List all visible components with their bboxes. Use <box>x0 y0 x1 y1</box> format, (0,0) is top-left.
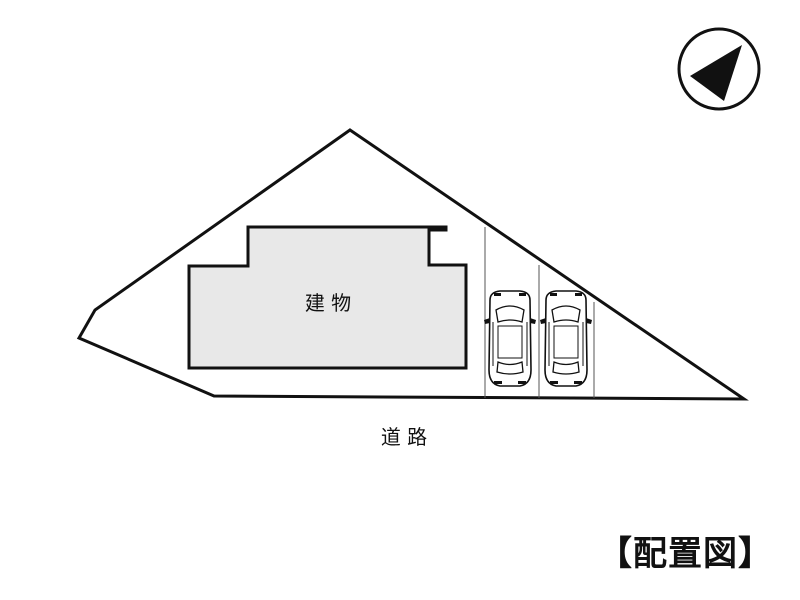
building-label: 建 物 <box>305 291 351 315</box>
car-top-view-icon <box>539 290 593 387</box>
road-label: 道 路 <box>381 425 427 449</box>
page-title: 【配置図】 <box>598 534 773 574</box>
car-top-view-icon <box>483 290 537 387</box>
building-footprint <box>187 225 468 370</box>
north-arrow-icon <box>677 27 761 111</box>
site-boundary <box>76 128 749 401</box>
